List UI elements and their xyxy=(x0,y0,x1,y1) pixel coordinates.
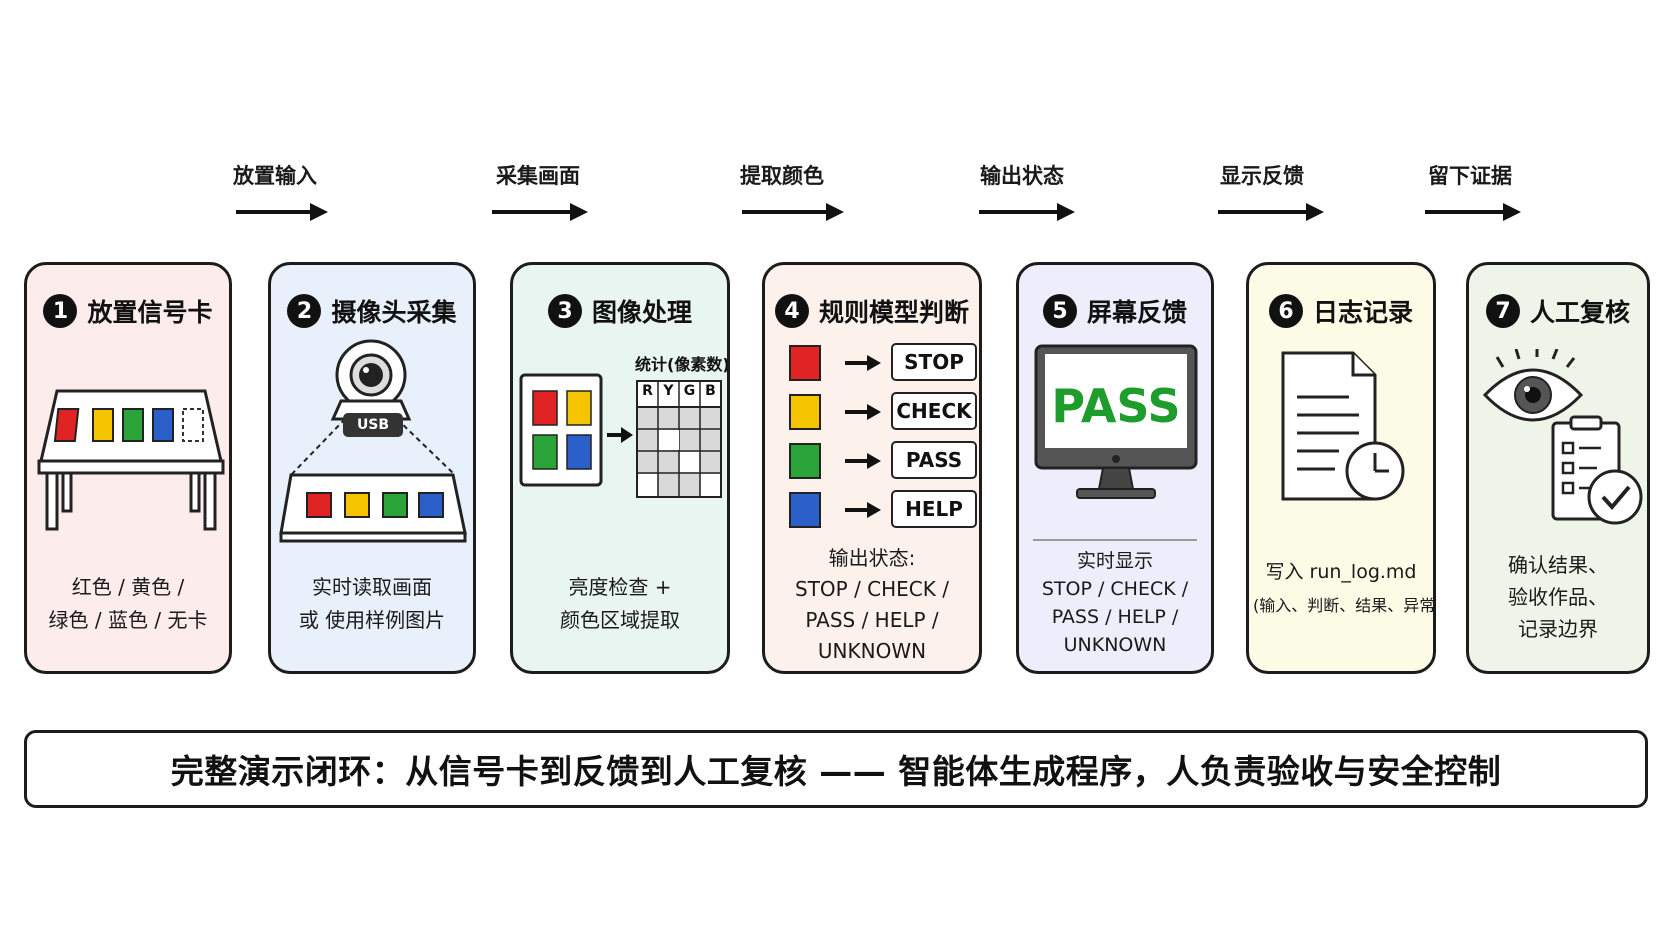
step-card-rule-model: 4 规则模型判断 STOP CHECK PASS HELP 输出状态: STOP… xyxy=(762,262,982,674)
step-header: 7 人工复核 xyxy=(1469,289,1647,333)
flow-label-keep-evidence: 留下证据 xyxy=(1428,164,1512,188)
step-title: 放置信号卡 xyxy=(87,298,213,327)
usb-label: USB xyxy=(343,413,403,437)
divider xyxy=(1033,539,1197,541)
step-number-badge: 7 xyxy=(1485,294,1520,328)
flow-label-output-state: 输出状态 xyxy=(980,164,1064,188)
document-clock-icon xyxy=(1281,351,1405,501)
rule-row-check: CHECK xyxy=(783,392,977,432)
webcam-icon xyxy=(279,339,467,543)
rule-arrow-icon xyxy=(845,355,881,371)
flow-label-extract-color: 提取颜色 xyxy=(740,164,824,188)
rule-output-help: HELP xyxy=(891,490,977,528)
summary-banner: 完整演示闭环：从信号卡到反馈到人工复核 —— 智能体生成程序，人负责验收与安全控… xyxy=(24,730,1648,808)
color-image-icon xyxy=(519,373,603,487)
grid-header-y: Y xyxy=(663,383,674,399)
rule-arrow-icon xyxy=(845,453,881,469)
rule-output-pass: PASS xyxy=(891,441,977,479)
step-title: 日志记录 xyxy=(1312,298,1413,327)
step-title: 屏幕反馈 xyxy=(1086,298,1187,327)
blue-swatch xyxy=(789,492,821,528)
step-card-log-record: 6 日志记录 写入 run_log.md (输入、判断、结果、异常) xyxy=(1246,262,1436,674)
pixel-count-grid xyxy=(636,380,722,498)
step-description: 确认结果、 验收作品、 记录边界 xyxy=(1508,553,1608,641)
step-number-badge: 4 xyxy=(774,294,809,328)
flow-arrow-5 xyxy=(1218,203,1324,221)
flow-label-place-input: 放置输入 xyxy=(233,164,317,188)
grid-header-b: B xyxy=(705,383,716,399)
step-title: 摄像头采集 xyxy=(331,298,457,327)
step-description: 输出状态: STOP / CHECK / PASS / HELP / UNKNO… xyxy=(795,546,949,663)
step-number-badge: 6 xyxy=(1268,294,1303,328)
rule-row-stop: STOP xyxy=(783,343,977,383)
rule-row-help: HELP xyxy=(783,490,977,530)
grid-header-r: R xyxy=(642,383,653,399)
step-header: 2 摄像头采集 xyxy=(271,289,473,333)
rule-row-pass: PASS xyxy=(783,441,977,481)
step-description: 实时读取画面 或 使用样例图片 xyxy=(298,575,446,632)
step-description: 亮度检查 + 颜色区域提取 xyxy=(560,575,680,632)
flow-label-show-feedback: 显示反馈 xyxy=(1220,164,1304,188)
step-description: 实时显示 STOP / CHECK / PASS / HELP / UNKNOW… xyxy=(1041,550,1189,656)
step-card-camera-capture: 2 摄像头采集 USB 实时读取画面 或 使用样例图片 xyxy=(268,262,476,674)
step-header: 3 图像处理 xyxy=(513,289,727,333)
rule-output-check: CHECK xyxy=(891,392,977,430)
step-header: 4 规则模型判断 xyxy=(765,289,979,333)
flow-label-capture: 采集画面 xyxy=(496,164,580,188)
step-title: 图像处理 xyxy=(591,298,692,327)
clipboard-check-icon xyxy=(1551,415,1643,525)
yellow-swatch xyxy=(789,394,821,430)
step-title: 规则模型判断 xyxy=(818,298,969,327)
rule-arrow-icon xyxy=(845,502,881,518)
screen-status-text: PASS xyxy=(1051,379,1181,433)
step-card-place-signal: 1 放置信号卡 红色 / 黄色 / 绿色 / 蓝色 / 无卡 xyxy=(24,262,232,674)
flow-arrow-2 xyxy=(492,203,588,221)
rule-output-stop: STOP xyxy=(891,343,977,381)
step-number-badge: 2 xyxy=(287,294,322,328)
eye-icon xyxy=(1482,349,1584,422)
process-arrow-icon xyxy=(607,427,633,443)
flow-arrow-1 xyxy=(236,203,328,221)
step-header: 6 日志记录 xyxy=(1249,289,1433,333)
grid-header-g: G xyxy=(683,383,696,399)
green-swatch xyxy=(789,443,821,479)
grid-headers: R Y G B xyxy=(637,383,721,407)
rule-arrow-icon xyxy=(845,404,881,420)
monitor-icon xyxy=(1034,344,1198,499)
red-swatch xyxy=(789,345,821,381)
table-with-cards-icon xyxy=(37,389,225,531)
step-title: 人工复核 xyxy=(1529,298,1630,327)
step-header: 5 屏幕反馈 xyxy=(1019,289,1211,333)
flow-arrow-4 xyxy=(979,203,1075,221)
step-header: 1 放置信号卡 xyxy=(27,289,229,333)
step-card-screen-feedback: 5 屏幕反馈 PASS 实时显示 STOP / CHECK / PASS / H… xyxy=(1016,262,1214,674)
pixel-stats-label: 统计(像素数) xyxy=(635,355,730,374)
step-description: 红色 / 黄色 / 绿色 / 蓝色 / 无卡 xyxy=(48,575,208,632)
step-number-badge: 5 xyxy=(1042,294,1077,328)
step-number-badge: 1 xyxy=(43,294,78,328)
step-card-human-review: 7 人工复核 确认结果、 验收作品、 记录边界 xyxy=(1466,262,1650,674)
flow-arrow-6 xyxy=(1425,203,1521,221)
flow-arrow-3 xyxy=(742,203,844,221)
step-number-badge: 3 xyxy=(547,294,582,328)
step-card-image-processing: 3 图像处理 统计(像素数) R Y G B 亮度检查 + 颜色区域提取 xyxy=(510,262,730,674)
step-description: 写入 run_log.md (输入、判断、结果、异常) xyxy=(1253,561,1436,615)
